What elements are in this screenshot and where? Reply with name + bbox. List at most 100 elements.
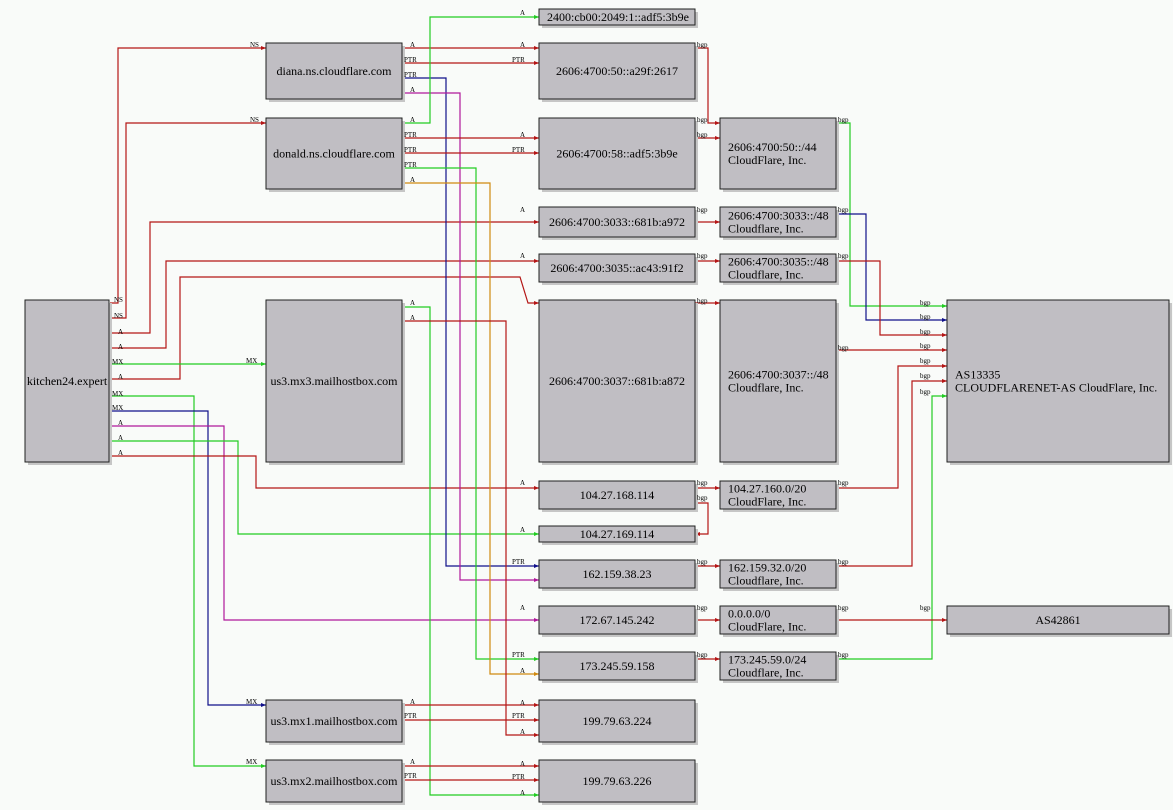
node-box (265, 699, 403, 743)
edge-label-bgp: bgp (697, 297, 708, 305)
edge-label-bgp: bgp (920, 299, 931, 307)
edge-label-bgp: bgp (838, 558, 849, 566)
edge-green (110, 395, 266, 767)
edge-red (110, 276, 539, 380)
edge-arrowhead (534, 486, 539, 490)
node-mx1[interactable]: us3.mx1.mailhostbox.com (265, 699, 405, 745)
edge-label-ptr: PTR (512, 651, 525, 659)
edge-label-ns: NS (114, 296, 123, 304)
edge-arrowhead (942, 618, 947, 622)
edge-arrowhead (534, 220, 539, 224)
node-box (538, 759, 696, 803)
edge-arrowhead (942, 379, 947, 383)
edge-arrowhead (715, 301, 720, 305)
edge-label-a: A (410, 299, 415, 307)
node-label: kitchen24.expert (27, 374, 108, 388)
node-ip6-2617[interactable]: 2606:4700:50::a29f:2617 (538, 42, 698, 102)
node-mx3[interactable]: us3.mx3.mailhostbox.com (265, 299, 405, 465)
node-ip6-a972[interactable]: 2606:4700:3033::681b:a972 (538, 206, 698, 240)
node-ip6-a872[interactable]: 2606:4700:3037::681b:a872 (538, 299, 698, 465)
edge-label-ptr: PTR (404, 131, 417, 139)
edge-arrowhead (534, 259, 539, 263)
edge-label-a: A (410, 86, 415, 94)
edge-label-bgp: bgp (920, 313, 931, 321)
edge-green (402, 306, 539, 796)
edge-label-bgp: bgp (697, 252, 708, 260)
edge-arrowhead (715, 657, 720, 661)
node-domain[interactable]: kitchen24.expert (24, 299, 112, 465)
edge-label-a: A (118, 328, 123, 336)
node-label: 2606:4700:50::/44 (728, 140, 817, 154)
node-ip6-91f2[interactable]: 2606:4700:3035::ac43:91f2 (538, 253, 698, 285)
node-ip-145[interactable]: 172.67.145.242 (538, 605, 698, 637)
edge-label-mx: MX (112, 390, 123, 398)
edge-arrowhead (261, 121, 266, 125)
edge-label-a: A (520, 728, 525, 736)
node-label: 162.159.32.0/20 (728, 561, 806, 575)
node-label: 2606:4700:3033::681b:a972 (549, 215, 685, 229)
edge-orange (402, 182, 539, 675)
edge-arrowhead (942, 394, 947, 398)
node-label: CloudFlare, Inc. (728, 153, 806, 167)
edge-label-ptr: PTR (404, 712, 417, 720)
edge-magenta (110, 425, 539, 621)
node-donald[interactable]: donald.ns.cloudflare.com (265, 117, 405, 192)
node-label: 199.79.63.224 (583, 714, 652, 728)
edge-red (110, 47, 266, 304)
edge-blue (402, 77, 539, 567)
node-ip-169[interactable]: 104.27.169.114 (538, 525, 698, 545)
edge-label-mx: MX (246, 698, 257, 706)
edge-arrowhead (534, 718, 539, 722)
edge-arrowhead (534, 672, 539, 676)
node-ip-59[interactable]: 173.245.59.158 (538, 651, 698, 683)
edge-red (110, 122, 266, 319)
edge-label-a: A (520, 41, 525, 49)
node-ip-224[interactable]: 199.79.63.224 (538, 699, 698, 745)
edge-label-bgp: bgp (697, 494, 708, 502)
node-box (946, 299, 1170, 463)
node-label: diana.ns.cloudflare.com (277, 64, 393, 78)
node-box (265, 759, 403, 803)
node-label: CloudFlare, Inc. (728, 495, 806, 509)
edge-label-ptr: PTR (404, 772, 417, 780)
edge-red (110, 260, 539, 349)
node-mx2[interactable]: us3.mx2.mailhostbox.com (265, 759, 405, 805)
edge-label-mx: MX (112, 404, 123, 412)
node-ip6-2400[interactable]: 2400:cb00:2049:1::adf5:3b9e (538, 8, 698, 28)
node-ip-38[interactable]: 162.159.38.23 (538, 559, 698, 591)
edge-red (110, 455, 539, 489)
edge-arrowhead (534, 657, 539, 661)
node-ip-226[interactable]: 199.79.63.226 (538, 759, 698, 805)
node-as42861[interactable]: AS42861 (946, 605, 1172, 637)
node-diana[interactable]: diana.ns.cloudflare.com (265, 42, 405, 102)
node-box (719, 559, 837, 589)
edge-red (836, 380, 947, 567)
edge-arrowhead (534, 793, 539, 797)
node-label: Cloudflare, Inc. (728, 268, 804, 282)
node-ip-168[interactable]: 104.27.168.114 (538, 480, 698, 512)
node-label: 199.79.63.226 (583, 774, 652, 788)
edge-label-bgp: bgp (697, 604, 708, 612)
edge-arrowhead (534, 578, 539, 582)
edge-arrowhead (715, 564, 720, 568)
node-box (538, 206, 696, 238)
node-ip6-3b9e[interactable]: 2606:4700:58::adf5:3b9e (538, 117, 698, 192)
node-label: CLOUDFLARENET-AS CloudFlare, Inc. (955, 381, 1157, 395)
edge-label-bgp: bgp (920, 604, 931, 612)
edge-label-mx: MX (112, 358, 123, 366)
edge-label-a: A (520, 479, 525, 487)
edge-label-a: A (520, 789, 525, 797)
node-box (719, 299, 837, 463)
edge-arrowhead (534, 532, 539, 536)
edge-label-bgp: bgp (697, 558, 708, 566)
edge-arrowhead (942, 348, 947, 352)
